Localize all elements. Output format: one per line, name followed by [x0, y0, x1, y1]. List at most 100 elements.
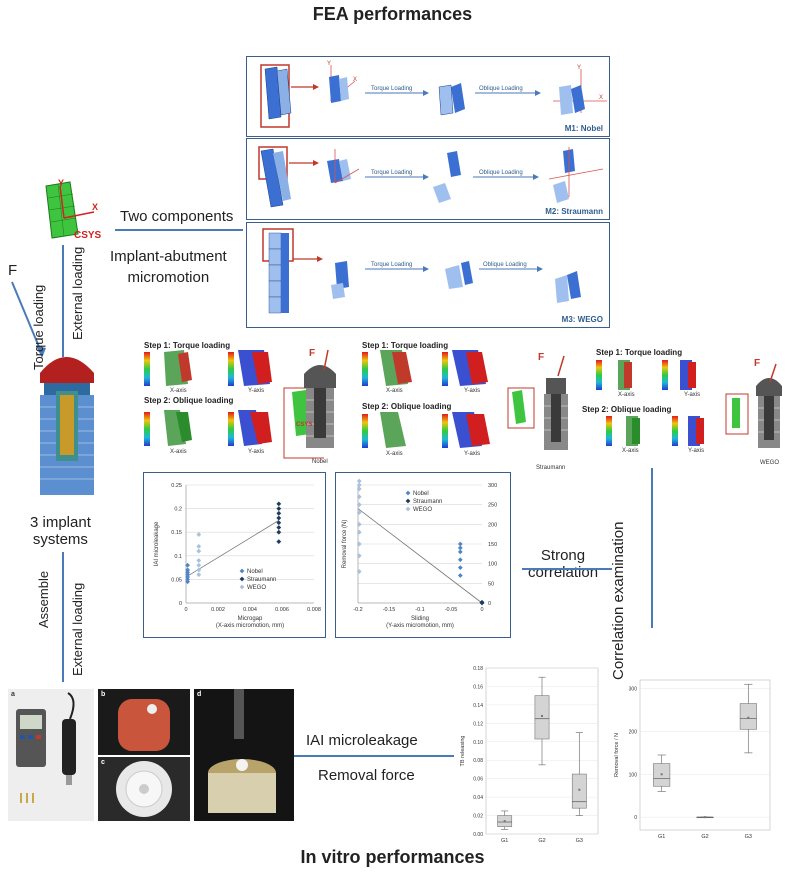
strong-correlation-label: Strong correlation: [528, 547, 599, 581]
data-point: [276, 506, 282, 511]
vertical-connector-top: [62, 245, 64, 357]
data-point: [276, 525, 282, 530]
data-point: [276, 501, 282, 507]
vertical-connector-bottom: [62, 552, 64, 682]
x-tick-label: 0.002: [211, 607, 225, 613]
in-vitro-connector: [294, 755, 454, 757]
model-label: M1: Nobel: [564, 124, 603, 133]
x-tick-label: 0: [184, 607, 187, 613]
photo-d: d: [194, 689, 294, 821]
data-point: [356, 553, 362, 559]
data-point: [479, 599, 485, 605]
data-point: [185, 562, 190, 568]
y-axis-label: TB releasing: [460, 736, 466, 767]
x-tick-label: G2: [538, 838, 545, 844]
data-point: [356, 478, 362, 484]
trendline: [357, 508, 483, 604]
data-point: [457, 565, 463, 570]
legend-label: WEGO: [247, 585, 266, 591]
full-model: [260, 64, 292, 128]
x-tick-label: G3: [745, 834, 752, 840]
external-loading-bottom-label: External loading: [70, 582, 85, 676]
legend-marker: [239, 568, 245, 574]
legend-label: Straumann: [247, 577, 276, 583]
y-tick-label: 300: [629, 687, 638, 693]
x-tick-label: -0.1: [415, 607, 424, 613]
photo-c: c: [98, 757, 190, 821]
trendline: [185, 520, 280, 578]
box: [534, 695, 550, 740]
data-point: [185, 567, 190, 573]
legend-marker: [405, 498, 411, 504]
in-vitro-title: In vitro performances: [300, 847, 485, 867]
y-tick-label: 100: [629, 772, 638, 778]
y-tick-label: 0.12: [473, 721, 483, 727]
green-implant-model: Y X CSYS: [45, 178, 102, 241]
y-axis-label: IAI microleakage: [154, 521, 160, 566]
data-point: [457, 541, 463, 547]
nobel-implant: [304, 349, 336, 448]
data-point: [276, 520, 282, 526]
model-label: M2: Straumann: [545, 207, 603, 216]
wego-detail: [725, 393, 749, 435]
red-sample-illustration: [118, 699, 170, 751]
implant-systems-label: 3 implant systems: [30, 514, 91, 548]
svg-text:Y: Y: [577, 65, 581, 71]
two-components-label: Two components: [120, 208, 234, 225]
y-tick-label: 250: [488, 503, 497, 509]
data-point: [196, 558, 202, 563]
y-axis-label: Removal force / N: [614, 733, 620, 777]
data-point: [196, 548, 202, 554]
y-tick-label: 0.18: [473, 666, 483, 672]
force-arrow: [11, 281, 46, 358]
svg-text:Torque Loading: Torque Loading: [371, 170, 412, 176]
data-point: [196, 543, 202, 549]
y-tick-label: 50: [488, 581, 494, 587]
svg-text:Torque Loading: Torque Loading: [371, 262, 412, 268]
fea-panel-diagram: Torque Loading Oblique Loading: [258, 146, 604, 208]
iai-microleakage-label: IAI microleakage: [306, 732, 418, 749]
y-axis-label: Removal force (N): [342, 520, 348, 569]
strong-correlation-connector: [522, 568, 612, 570]
y-tick-label: 0.2: [174, 507, 182, 513]
photo-b: b: [98, 689, 190, 755]
y-tick-label: 0.06: [473, 777, 483, 783]
straumann-implant: [544, 355, 568, 450]
fea-panel-diagram: X Y Torque Loading Oblique Loading Y X: [260, 61, 607, 128]
data-point: [457, 557, 463, 563]
force-label: F: [8, 262, 18, 279]
external-loading-top-label: External loading: [70, 246, 85, 340]
data-point: [356, 494, 362, 500]
svg-text:Oblique Loading: Oblique Loading: [479, 86, 523, 92]
svg-text:Oblique Loading: Oblique Loading: [479, 170, 523, 176]
svg-text:Torque Loading: Torque Loading: [371, 86, 412, 92]
x-tick-label: 0.008: [307, 607, 321, 613]
x-tick-label: 0.006: [275, 607, 289, 613]
y-tick-label: 150: [488, 542, 497, 548]
y-tick-label: 0.00: [473, 832, 483, 838]
data-point: [276, 515, 282, 521]
x-tick-label: G3: [576, 838, 583, 844]
photo-a: a: [8, 689, 94, 821]
data-point: [356, 521, 362, 527]
legend-label: Nobel: [413, 491, 429, 497]
data-point: [356, 541, 362, 547]
test-machine-illustration: [208, 689, 276, 813]
torque-gauge-illustration: [16, 692, 76, 803]
y-tick-label: 0.04: [473, 795, 483, 801]
data-point: [356, 502, 362, 508]
legend-marker: [239, 584, 245, 590]
y-tick-label: 0: [179, 601, 182, 607]
axis-x-label: X: [92, 202, 98, 212]
y-tick-label: 200: [488, 522, 497, 528]
wego-implant: [756, 363, 782, 448]
x-tick-label: 0.004: [243, 607, 257, 613]
x-axis-label: Sliding: [411, 616, 429, 622]
x-tick-label: -0.15: [383, 607, 396, 613]
contour-plots: [144, 350, 324, 459]
two-components-connector: [115, 229, 243, 231]
chart-svg: 0.000.020.040.060.080.100.120.140.160.18…: [460, 666, 599, 844]
